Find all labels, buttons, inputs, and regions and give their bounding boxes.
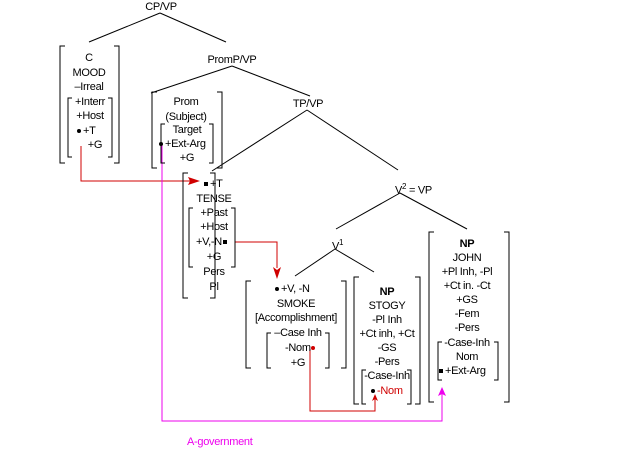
tense-inner: +Host [200, 221, 228, 233]
smoke-inner-nom: -Nom [285, 342, 317, 355]
node-promp-vp: PromP/VP [207, 54, 257, 66]
bullet-icon [275, 287, 279, 292]
smoke-vn: +V, -N [275, 283, 310, 296]
c-line: C [85, 52, 93, 64]
stogy-line: +Ct inh, +Ct [359, 328, 415, 340]
link-c-t-to-tense [80, 146, 190, 182]
john-line: +Pl Inh, -Pl [441, 266, 493, 278]
smoke-nom-label: -Nom [285, 342, 311, 354]
smoke-line: SMOKE [276, 298, 316, 310]
arrowhead-stogy [372, 394, 378, 401]
edge-v1-smoke [294, 248, 336, 277]
stogy-nom-label: -Nom [377, 385, 403, 397]
smoke-inner: +G [290, 357, 306, 369]
tense-label: TENSE [196, 193, 232, 205]
v2-rest: = VP [406, 184, 432, 197]
edge-promp-tp [231, 65, 311, 97]
john-line: -Fem [454, 308, 480, 320]
c-inner: +G [87, 139, 103, 151]
bullet-icon [159, 142, 163, 147]
arrowhead-tense [188, 177, 200, 185]
link-tense-to-smoke [235, 241, 278, 268]
john-line: +Ct in. -Ct [443, 280, 491, 292]
a-government-label: A-government [187, 436, 253, 448]
node-tp-vp: TP/VP [292, 98, 324, 110]
edge-cp-promp [159, 12, 227, 43]
tense-bottom: Pers [203, 266, 225, 278]
smoke-vn-label: +V, -N [281, 283, 310, 295]
prom-inner: Target [172, 124, 202, 136]
prom-inner-ext-arg: +Ext-Arg [159, 138, 206, 151]
tense-inner-vn: +V,-N [196, 236, 229, 249]
bullet-icon [222, 240, 227, 245]
edge-v2-v1 [335, 192, 401, 230]
john-np: NP [459, 238, 475, 250]
prom-ext-arg-label: +Ext-Arg [165, 138, 206, 150]
bullet-icon [310, 346, 315, 351]
bullet-icon [77, 129, 81, 134]
bullet-icon [439, 369, 443, 374]
c-t-label: +T [83, 125, 96, 137]
bullet-icon [204, 182, 208, 187]
link-nom-to-stogy [309, 349, 376, 412]
stogy-line: -Pl Inh [372, 314, 402, 326]
v2-sup: 2 [402, 182, 407, 191]
bullet-icon [371, 389, 375, 394]
v2-base: V [395, 184, 403, 197]
tense-inner: +G [206, 251, 222, 263]
john-inner-ext-arg: +Ext-Arg [439, 365, 486, 378]
node-cp-vp: CP/VP [145, 1, 177, 13]
v1-base: V [332, 240, 340, 253]
c-inner-t: +T [77, 125, 96, 138]
john-ext-arg-label: +Ext-Arg [445, 365, 486, 377]
stogy-line: STOGY [368, 300, 406, 312]
stogy-inner: -Case-Inh [364, 370, 410, 382]
tense-bottom: Pl [209, 281, 219, 293]
v1-sup: 1 [339, 238, 344, 247]
john-line: -Pers [454, 322, 480, 334]
edge-v1-stogy [334, 248, 375, 273]
node-v1: V1 [332, 236, 344, 254]
prom-line: Prom [173, 96, 199, 108]
arrowhead-smoke [273, 267, 281, 279]
edge-tp-tense [211, 109, 308, 172]
stogy-np: NP [379, 286, 395, 298]
stogy-inner-nom: -Nom [371, 385, 403, 398]
john-line: +GS [456, 294, 478, 306]
stogy-line: -Pers [374, 356, 400, 368]
john-line: JOHN [452, 252, 482, 264]
c-inner: +Interr [75, 96, 105, 108]
tense-t-label: +T [210, 178, 223, 190]
tense-vn-label: +V,-N [196, 236, 222, 248]
smoke-line: [Accomplishment] [254, 312, 338, 324]
c-line: MOOD [72, 67, 106, 79]
stogy-line: -GS [377, 342, 397, 354]
c-line: –Irreal [74, 81, 104, 93]
john-inner: -Case-Inh [444, 337, 490, 349]
tense-top: +T [204, 178, 223, 191]
edge-cp-c [88, 12, 161, 43]
tense-inner: +Past [200, 207, 228, 219]
edge-promp-prom [150, 65, 233, 94]
prom-line: (Subject) [165, 111, 207, 123]
link-a-government [161, 143, 443, 422]
smoke-inner: –Case Inh [274, 327, 322, 339]
edge-tp-v2 [306, 109, 399, 171]
edge-v2-john [399, 192, 468, 230]
node-v2: V2 = VP [395, 180, 432, 198]
john-inner: Nom [455, 351, 479, 363]
prom-inner: +G [179, 152, 195, 164]
arrowhead-john [438, 387, 446, 396]
c-inner: +Host [76, 110, 104, 122]
